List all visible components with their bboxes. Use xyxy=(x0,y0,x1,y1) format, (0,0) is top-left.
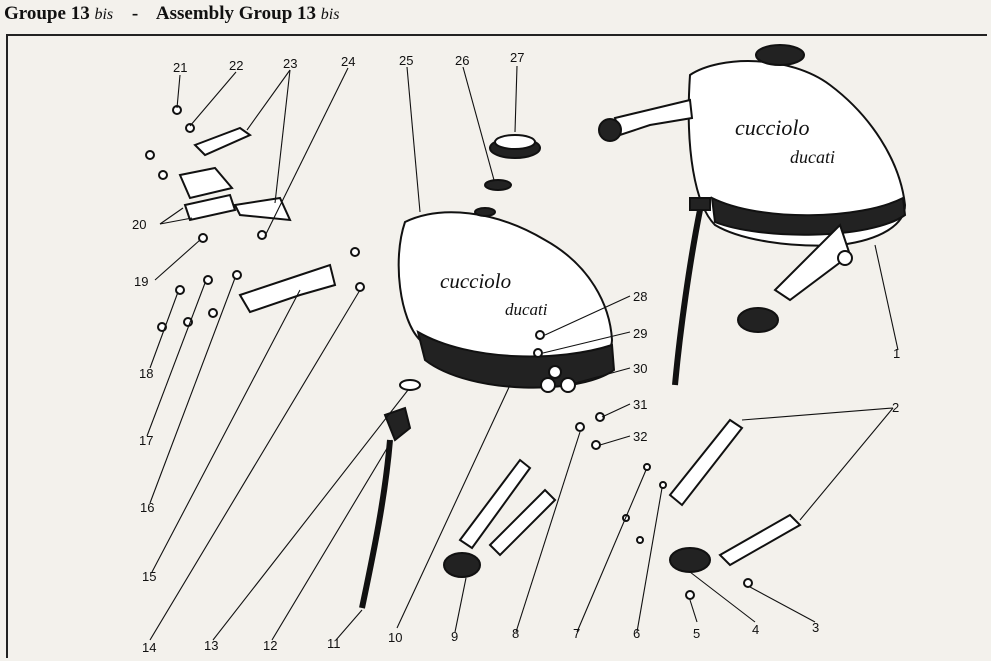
header-title-fr: Groupe xyxy=(4,3,66,24)
filler-cap xyxy=(489,134,541,159)
callout-8: 8 xyxy=(512,626,519,641)
lower-right-strap xyxy=(575,412,802,600)
callout-13: 13 xyxy=(204,638,218,653)
callout-5: 5 xyxy=(693,626,700,641)
callout-4: 4 xyxy=(752,622,759,637)
lower-middle-strap xyxy=(443,458,557,578)
callout-31: 31 xyxy=(633,397,647,412)
tank-logo-maker: ducati xyxy=(790,147,835,167)
leader-lines xyxy=(146,65,899,641)
fuel-tap-and-pipe xyxy=(359,379,421,609)
page-header: Groupe 13 bis - Assembly Group 13 bis xyxy=(4,0,339,28)
callout-29: 29 xyxy=(633,326,647,341)
callout-12: 12 xyxy=(263,638,277,653)
header-separator: - xyxy=(131,3,139,24)
callout-18: 18 xyxy=(139,366,153,381)
callout-24: 24 xyxy=(341,54,355,69)
callout-9: 9 xyxy=(451,629,458,644)
diagram-frame xyxy=(6,34,987,658)
callout-1: 1 xyxy=(893,346,900,361)
callout-10: 10 xyxy=(388,630,402,645)
callout-17: 17 xyxy=(139,433,153,448)
cap-gasket xyxy=(484,179,512,191)
callout-20: 20 xyxy=(132,217,146,232)
header-bis-fr: bis xyxy=(94,6,114,23)
callout-28: 28 xyxy=(633,289,647,304)
assembled-fuel-tank: cucciolo ducati xyxy=(598,44,907,386)
body-logo-brand: cucciolo xyxy=(440,269,511,293)
callout-2: 2 xyxy=(892,400,899,415)
callout-15: 15 xyxy=(142,569,156,584)
callout-3: 3 xyxy=(812,620,819,635)
header-title-en: Assembly Group xyxy=(155,3,293,24)
callout-6: 6 xyxy=(633,626,640,641)
callout-22: 22 xyxy=(229,58,243,73)
callout-19: 19 xyxy=(134,274,148,289)
callout-14: 14 xyxy=(142,640,156,655)
callout-11: 11 xyxy=(327,636,341,651)
callout-32: 32 xyxy=(633,429,647,444)
callout-23: 23 xyxy=(283,56,297,71)
callout-25: 25 xyxy=(399,53,413,68)
callout-21: 21 xyxy=(173,60,187,75)
header-num-fr: 13 xyxy=(70,3,90,24)
fuel-tank-body: cucciolo ducati xyxy=(397,207,616,393)
callout-30: 30 xyxy=(633,361,647,376)
upper-left-hardware xyxy=(145,105,365,332)
header-num-en: 13 xyxy=(297,3,317,24)
tank-logo-brand: cucciolo xyxy=(735,115,810,140)
header-bis-en: bis xyxy=(320,6,340,23)
callout-7: 7 xyxy=(573,626,580,641)
callout-16: 16 xyxy=(140,500,154,515)
callout-labels: 1 2 3 4 5 6 7 8 9 10 11 12 13 14 15 16 1… xyxy=(132,50,900,655)
callout-27: 27 xyxy=(510,50,524,65)
callout-26: 26 xyxy=(455,53,469,68)
body-logo-maker: ducati xyxy=(505,300,548,319)
